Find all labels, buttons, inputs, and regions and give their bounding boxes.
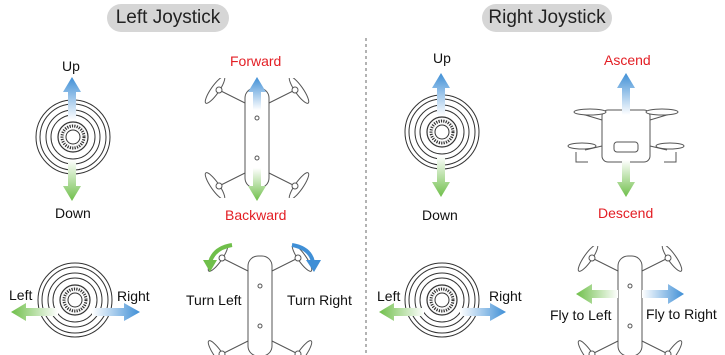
right-left-arrow-icon xyxy=(379,303,424,321)
label-right-up: Up xyxy=(433,50,451,66)
right-right-arrow-icon xyxy=(460,303,506,321)
up-arrow-icon xyxy=(63,77,81,120)
left-arrow-icon xyxy=(11,303,58,321)
right-down-arrow-icon xyxy=(432,156,450,197)
label-fly-right: Fly to Right xyxy=(646,306,717,322)
label-forward: Forward xyxy=(230,53,282,69)
label-turn-left: Turn Left xyxy=(186,292,242,308)
right-arrow-icon xyxy=(92,303,140,321)
right-joystick-header: Right Joystick xyxy=(482,4,612,32)
label-right: Right xyxy=(117,288,150,304)
label-right-left: Left xyxy=(377,288,401,304)
label-right-right: Right xyxy=(489,288,522,304)
label-backward: Backward xyxy=(225,207,287,223)
label-descend: Descend xyxy=(598,205,654,221)
fly-left-arrow-icon xyxy=(576,284,618,304)
turn-right-arrow-icon xyxy=(291,243,315,263)
forward-arrow-icon xyxy=(248,77,266,110)
label-right-down: Down xyxy=(422,207,458,223)
label-down: Down xyxy=(55,205,91,221)
drone-front-view xyxy=(567,108,685,163)
label-turn-right: Turn Right xyxy=(287,292,352,308)
turn-left-arrow-icon xyxy=(208,243,233,263)
left-stick-horizontal xyxy=(36,261,114,339)
right-up-arrow-icon xyxy=(432,73,450,116)
right-stick-horizontal xyxy=(403,261,481,339)
backward-arrow-icon xyxy=(248,168,266,201)
label-fly-left: Fly to Left xyxy=(550,307,612,323)
label-left: Left xyxy=(9,287,33,303)
left-joystick-header: Left Joystick xyxy=(107,4,229,32)
ascend-arrow-icon xyxy=(617,73,635,115)
down-arrow-icon xyxy=(63,160,81,201)
descend-arrow-icon xyxy=(617,160,635,197)
fly-right-arrow-icon xyxy=(642,284,684,304)
label-up: Up xyxy=(62,58,80,74)
label-ascend: Ascend xyxy=(604,52,651,68)
